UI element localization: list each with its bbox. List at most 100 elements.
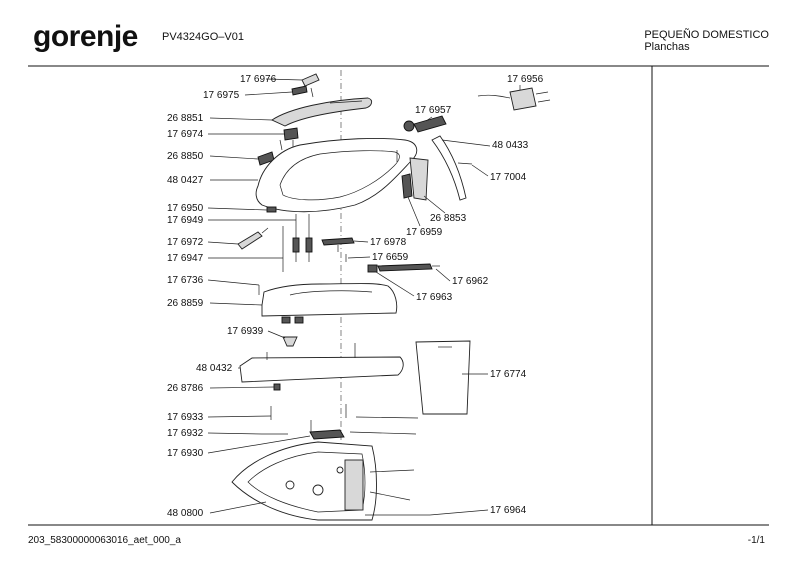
part-shape-480800-hole-a <box>285 480 295 490</box>
part-shape-176949-seal-a <box>292 237 300 253</box>
part-label-480427: 48 0427 <box>167 175 204 186</box>
part-label-176932: 17 6932 <box>167 428 204 439</box>
part-shape-268853 <box>409 157 429 201</box>
part-shape-268859-foot-b <box>294 316 304 324</box>
part-shape-480800-hole-c <box>336 466 344 474</box>
part-shape-268859-foot-a <box>281 316 291 324</box>
part-label-176976: 17 6976 <box>240 74 277 85</box>
part-shape-176930 <box>309 429 345 440</box>
part-shape-480800-wire-b <box>369 491 411 501</box>
part-label-480800: 48 0800 <box>167 508 204 519</box>
leader-480800 <box>209 501 267 514</box>
part-shape-480800-wire-a <box>369 469 415 473</box>
part-label-176950: 17 6950 <box>167 203 204 214</box>
part-shape-176963 <box>367 264 378 273</box>
part-shape-176956-pin-a <box>535 91 549 95</box>
page-number: -1/1 <box>747 535 765 546</box>
part-shape-176957-ring <box>403 120 415 132</box>
leader-176972 <box>207 241 239 245</box>
leader-176964 <box>429 509 489 516</box>
part-label-176972: 17 6972 <box>167 237 204 248</box>
part-label-480432: 48 0432 <box>196 363 233 374</box>
part-shape-268850-screw <box>279 139 283 151</box>
leader-268853 <box>423 195 446 214</box>
leader-176976 <box>265 78 303 81</box>
leader-176736 <box>207 279 260 286</box>
part-shape-176974 <box>283 127 299 141</box>
leader-176957 <box>425 116 433 122</box>
part-label-176939: 17 6939 <box>227 326 264 337</box>
part-shape-176972 <box>237 231 263 250</box>
part-label-268786: 26 8786 <box>167 383 204 394</box>
part-shape-176956-cord <box>477 94 511 99</box>
part-shape-176972-stem <box>261 227 269 234</box>
part-label-176949: 17 6949 <box>167 215 204 226</box>
part-shape-176930-wire-a <box>355 416 419 419</box>
part-label-176963: 17 6963 <box>416 292 453 303</box>
part-shape-176930-wire-b <box>349 431 417 435</box>
leader-176939 <box>267 330 286 339</box>
leader-176932 <box>207 432 263 435</box>
part-shape-176774 <box>415 340 471 415</box>
part-label-176974: 17 6974 <box>167 129 204 140</box>
part-label-268859: 26 8859 <box>167 298 204 309</box>
part-shape-480433 <box>431 135 467 201</box>
part-shape-176976 <box>301 73 320 87</box>
part-label-176930: 17 6930 <box>167 448 204 459</box>
part-label-176956: 17 6956 <box>507 74 544 85</box>
product-category: PEQUEÑO DOMESTICO Planchas <box>644 29 769 53</box>
part-label-176659: 17 6659 <box>372 252 409 263</box>
part-label-176975: 17 6975 <box>203 90 240 101</box>
part-shape-480427-inner <box>279 150 400 201</box>
leader-176950 <box>207 207 268 211</box>
leader-177004 <box>471 164 489 177</box>
leader-176659 <box>347 256 371 259</box>
part-label-176736: 17 6736 <box>167 275 204 286</box>
part-shape-176978 <box>321 237 355 246</box>
part-label-480433: 48 0433 <box>492 140 529 151</box>
leader-176959 <box>407 196 421 227</box>
leader-176978 <box>353 240 369 243</box>
part-shape-176956 <box>509 87 537 111</box>
leader-176930 <box>207 435 311 454</box>
part-label-176774: 17 6774 <box>490 369 527 380</box>
part-shape-268859-inner <box>289 290 373 296</box>
leader-268859 <box>209 302 263 306</box>
leader-176963 <box>375 271 415 297</box>
document-id: 203_58300000063016_aet_000_a <box>28 535 181 546</box>
brand-logo: gorenje <box>33 20 138 53</box>
part-shape-176975 <box>291 85 308 96</box>
part-shape-480800-block <box>344 459 364 511</box>
category-line-2: Planchas <box>644 41 690 53</box>
part-label-176957: 17 6957 <box>415 105 452 116</box>
part-shape-268786 <box>273 383 281 391</box>
part-label-176962: 17 6962 <box>452 276 489 287</box>
part-shape-268859 <box>261 283 398 317</box>
part-shape-176950 <box>266 206 277 213</box>
part-shape-176957 <box>413 115 447 133</box>
part-label-268851: 26 8851 <box>167 113 204 124</box>
part-label-268850: 26 8850 <box>167 151 204 162</box>
leader-268851 <box>209 117 273 121</box>
part-label-268853: 26 8853 <box>430 213 467 224</box>
part-label-176978: 17 6978 <box>370 237 407 248</box>
leader-268850 <box>209 155 259 160</box>
part-shape-176956-pin-b <box>537 99 551 103</box>
model-number: PV4324GO–V01 <box>162 31 244 43</box>
leader-176933 <box>207 415 272 418</box>
part-shape-176949-seal-b <box>305 237 313 253</box>
part-shape-176959 <box>401 173 413 199</box>
leader-268786 <box>209 386 275 389</box>
part-shape-176939 <box>282 336 298 347</box>
leader-480433 <box>441 139 491 147</box>
part-shape-268851 <box>271 97 373 127</box>
part-shape-480800-inner <box>247 451 366 513</box>
part-label-176959: 17 6959 <box>406 227 443 238</box>
part-label-176933: 17 6933 <box>167 412 204 423</box>
part-shape-480432 <box>239 356 404 383</box>
category-line-1: PEQUEÑO DOMESTICO <box>644 29 769 41</box>
part-label-176964: 17 6964 <box>490 505 527 516</box>
leader-176975 <box>244 91 293 96</box>
part-label-176947: 17 6947 <box>167 253 204 264</box>
